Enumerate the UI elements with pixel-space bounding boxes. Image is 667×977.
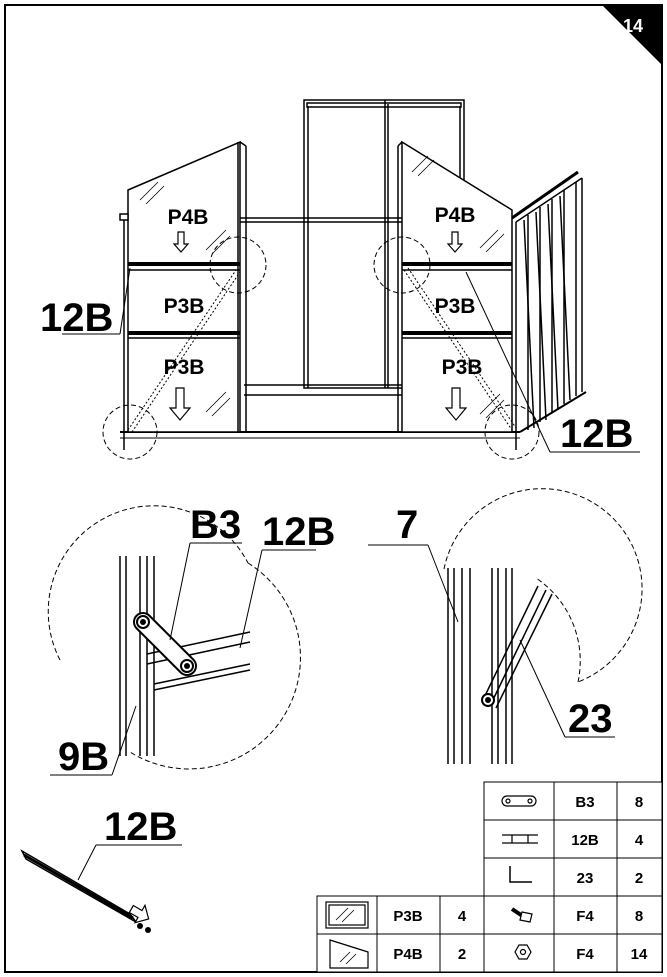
brace-label-left: 12B: [40, 296, 113, 340]
table-code: B3: [575, 794, 594, 811]
glass-hatch-marks: [139, 155, 505, 419]
bolt-label-B3: B3: [190, 503, 241, 547]
table-qty: 4: [458, 908, 467, 925]
strap-B3: [133, 612, 197, 676]
table-qty: 8: [635, 794, 643, 811]
detail-circle: [102, 404, 158, 460]
table-qty: 2: [458, 946, 466, 963]
panel-label-left-top: P4B: [168, 206, 209, 229]
detail-circle: [373, 236, 431, 294]
brace-label-12B-detail: 12B: [262, 510, 335, 554]
table-qty: 14: [631, 946, 648, 963]
table-code: F4: [576, 908, 594, 925]
table-code: F4: [576, 946, 594, 963]
glass-gable-icon: [329, 939, 369, 969]
detail-circle: [209, 236, 267, 294]
part-label-12B: 12B: [104, 805, 177, 849]
upright-label-7: 7: [396, 503, 418, 547]
table-code: P4B: [393, 946, 422, 963]
stay-label-23: 23: [568, 697, 613, 741]
brace-label-right: 12B: [560, 412, 633, 456]
detail-circle: [484, 404, 540, 460]
table-code: P3B: [393, 908, 422, 925]
panel-label-right-bottom: P3B: [442, 356, 483, 379]
greenhouse-overview: [119, 99, 587, 450]
table-code: 12B: [571, 832, 599, 849]
bolt-icon: [510, 907, 533, 923]
page-number: 14: [623, 16, 643, 36]
panel-label-left-middle: P3B: [164, 295, 205, 318]
nut-icon: [514, 944, 532, 960]
panel-label-right-middle: P3B: [435, 295, 476, 318]
frame-label-9B: 9B: [58, 735, 109, 779]
profile-icon: [502, 834, 538, 844]
table-qty: 8: [635, 908, 643, 925]
glass-pane-icon: [325, 901, 369, 929]
table-qty: 2: [635, 870, 643, 887]
detail-right: [368, 488, 643, 764]
parts-table: B3 8 12B 4 23 2 F4 8 F4 14 P3B 4 P4B 2: [316, 781, 663, 973]
table-qty: 4: [635, 832, 644, 849]
detail-left: [47, 505, 316, 776]
down-arrow-icon: [168, 231, 468, 421]
panel-label-right-top: P4B: [435, 204, 476, 227]
part-12B-callout: [20, 844, 182, 933]
table-code: 23: [577, 870, 594, 887]
panel-label-left-bottom: P3B: [164, 356, 205, 379]
diagonal-brace-12B: [127, 267, 517, 433]
strap-icon: [501, 795, 537, 807]
bracket-icon: [509, 866, 532, 883]
page-number-corner: 14: [602, 5, 662, 65]
